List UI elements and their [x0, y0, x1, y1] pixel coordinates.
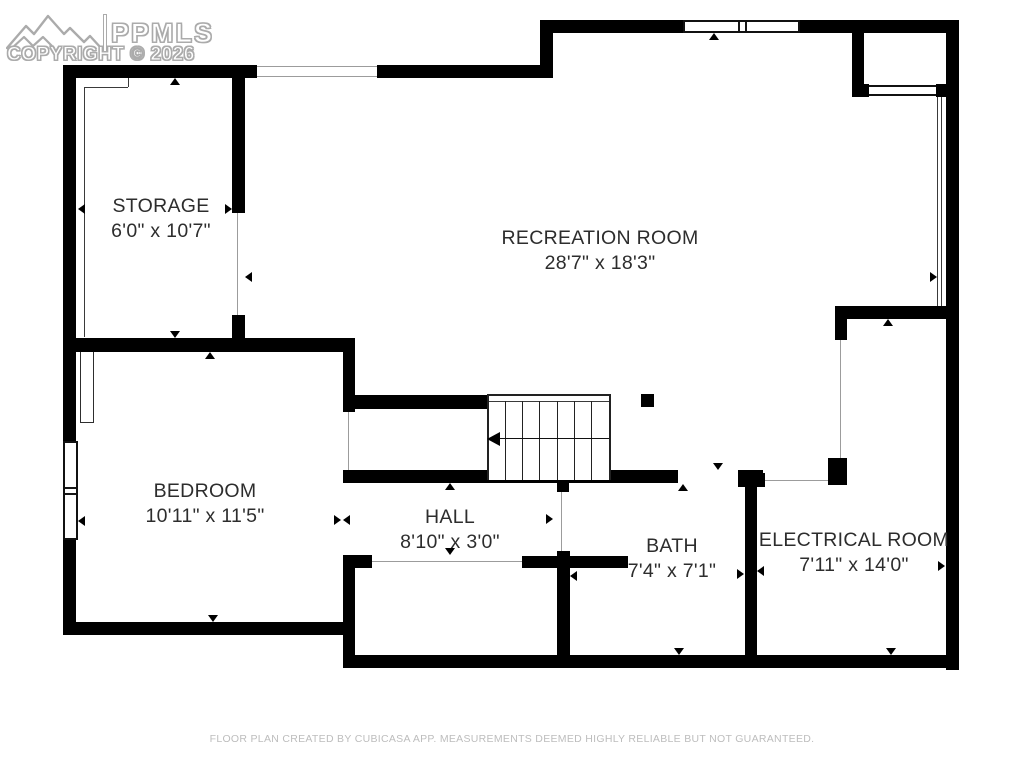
- wall: [800, 20, 958, 33]
- door-opening: [840, 340, 841, 458]
- ppmls-watermark: PPMLS COPYRIGHT © 2026: [6, 6, 236, 76]
- measure-arrow-left: [570, 571, 577, 581]
- room-name: BEDROOM: [153, 480, 257, 502]
- logo-text: PPMLS: [110, 18, 215, 49]
- wall: [232, 315, 245, 340]
- wall: [540, 20, 553, 78]
- room-dims: 28'7" x 18'3": [544, 252, 656, 274]
- measure-arrow-down: [713, 463, 723, 470]
- wall: [522, 556, 628, 568]
- room-label-hall: HALL 8'10" x 3'0": [400, 505, 500, 555]
- door-opening: [765, 480, 828, 481]
- wall: [557, 483, 569, 492]
- measure-arrow-down: [886, 648, 896, 655]
- wall: [63, 622, 355, 635]
- measure-arrow-right: [546, 514, 553, 524]
- door-opening: [561, 492, 562, 551]
- wall: [343, 555, 355, 668]
- wall: [738, 473, 765, 487]
- room-dims: 8'10" x 3'0": [400, 531, 500, 553]
- wall: [936, 84, 947, 97]
- measure-arrow-right: [334, 515, 341, 525]
- wall: [852, 84, 869, 97]
- room-dims: 10'11" x 11'5": [145, 505, 265, 527]
- measure-arrow-left: [78, 204, 85, 214]
- door-opening: [237, 213, 238, 315]
- measure-arrow-left: [245, 272, 252, 282]
- measure-arrow-left: [757, 566, 764, 576]
- measure-arrow-down: [208, 615, 218, 622]
- measure-arrow-up: [678, 484, 688, 491]
- measure-arrow-left: [343, 515, 350, 525]
- wall: [540, 20, 683, 33]
- measure-arrow-right: [930, 272, 937, 282]
- wall: [63, 65, 257, 78]
- window: [683, 20, 800, 33]
- wall: [232, 65, 245, 213]
- measure-arrow-down: [170, 331, 180, 338]
- wall: [835, 306, 847, 340]
- wall-face-line: [84, 87, 128, 88]
- wall: [946, 20, 959, 670]
- wall: [835, 306, 947, 319]
- room-name: BATH: [646, 535, 698, 557]
- room-dims: 6'0" x 10'7": [111, 220, 211, 242]
- wall: [557, 551, 570, 668]
- window-line: [937, 97, 938, 306]
- measure-arrow-up: [883, 319, 893, 326]
- room-label-bath: BATH 7'4" x 7'1": [628, 534, 717, 584]
- room-name: STORAGE: [112, 195, 210, 217]
- column-post: [641, 394, 654, 407]
- wall: [343, 655, 959, 668]
- window: [869, 85, 936, 96]
- wall: [343, 395, 488, 409]
- wall-opening: [257, 66, 377, 67]
- room-label-storage: STORAGE 6'0" x 10'7": [111, 194, 211, 244]
- room-name: HALL: [425, 506, 475, 528]
- duct-outline: [80, 352, 94, 423]
- measure-arrow-down: [674, 648, 684, 655]
- wall: [377, 65, 553, 78]
- room-name: RECREATION ROOM: [501, 227, 699, 249]
- wall: [63, 65, 76, 441]
- measure-arrow-left: [78, 516, 85, 526]
- copyright-text: COPYRIGHT © 2026: [7, 44, 195, 66]
- stair-walkline: [489, 438, 609, 439]
- logo-divider: [103, 14, 107, 54]
- stair-direction-arrow: [487, 432, 500, 446]
- wall: [828, 458, 847, 485]
- wall: [852, 28, 864, 90]
- measure-arrow-up: [709, 33, 719, 40]
- staircase: [487, 394, 611, 480]
- wall-opening: [257, 76, 377, 77]
- measure-arrow-down: [445, 548, 455, 555]
- window-line: [941, 97, 942, 306]
- window: [63, 441, 78, 540]
- wall: [343, 338, 355, 412]
- mountains-icon: [6, 14, 102, 50]
- room-dims: 7'4" x 7'1": [627, 560, 717, 582]
- footer-disclaimer: FLOOR PLAN CREATED BY CUBICASA APP. MEAS…: [209, 733, 815, 745]
- room-dims: 7'11" x 14'0": [799, 554, 909, 576]
- room-name: ELECTRICAL ROOM: [758, 529, 950, 551]
- room-label-electrical: ELECTRICAL ROOM 7'11" x 14'0": [759, 528, 949, 578]
- wall: [63, 540, 76, 635]
- door-opening: [372, 561, 522, 562]
- measure-arrow-right: [938, 561, 945, 571]
- measure-arrow-right: [225, 204, 232, 214]
- wall: [63, 338, 355, 352]
- measure-arrow-right: [737, 569, 744, 579]
- wall-face-line: [128, 78, 129, 87]
- room-label-recreation: RECREATION ROOM 28'7" x 18'3": [502, 226, 699, 276]
- wall: [745, 470, 757, 668]
- measure-arrow-up: [170, 78, 180, 85]
- measure-arrow-up: [205, 352, 215, 359]
- room-label-bedroom: BEDROOM 10'11" x 11'5": [145, 479, 264, 529]
- measure-arrow-up: [445, 483, 455, 490]
- door-opening: [348, 412, 349, 470]
